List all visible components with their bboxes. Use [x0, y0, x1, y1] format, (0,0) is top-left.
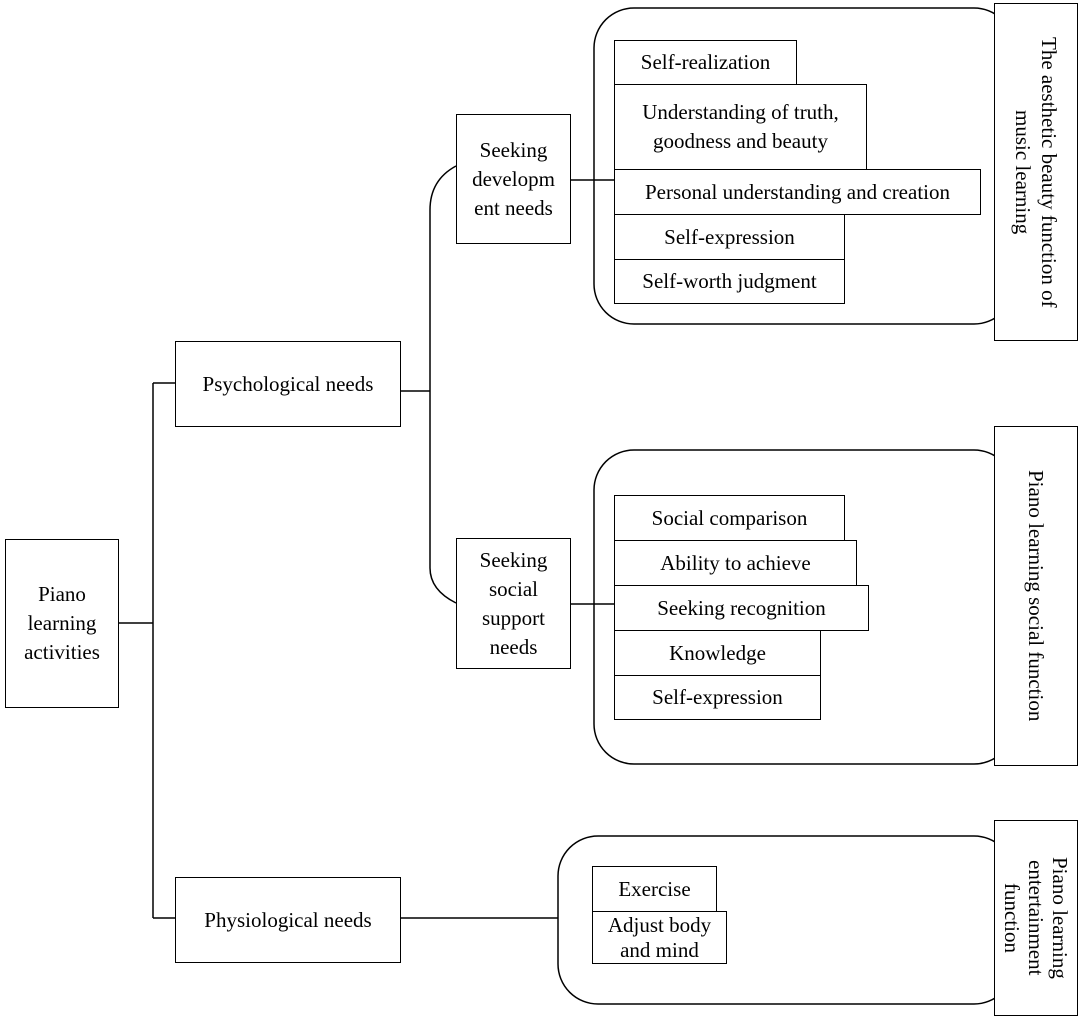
- development-item: Personal understanding and creation: [614, 169, 981, 215]
- social-item: Seeking recognition: [614, 585, 869, 631]
- physiological-needs-node: Physiological needs: [175, 877, 401, 963]
- development-item: Self-expression: [614, 214, 845, 260]
- psychological-needs-node: Psychological needs: [175, 341, 401, 427]
- social-item: Social comparison: [614, 495, 845, 541]
- social-function-text: Piano learning social function: [1024, 470, 1048, 722]
- social-item: Ability to achieve: [614, 540, 857, 586]
- development-item: Self-worth judgment: [614, 259, 845, 304]
- entertainment-function-text: Piano learning entertainment function: [1000, 857, 1072, 979]
- root-connector: [119, 382, 176, 919]
- aesthetic-function-label: The aesthetic beauty function of music l…: [994, 3, 1078, 341]
- development-item: Understanding of truth, goodness and bea…: [614, 84, 867, 170]
- entertainment-item: Adjust body and mind: [592, 911, 727, 964]
- development-needs-node: Seeking developm ent needs: [456, 114, 571, 244]
- entertainment-function-label: Piano learning entertainment function: [994, 820, 1078, 1016]
- social-support-needs-node: Seeking social support needs: [456, 538, 571, 669]
- social-function-label: Piano learning social function: [994, 426, 1078, 766]
- social-item: Self-expression: [614, 675, 821, 720]
- root-node: Piano learning activities: [5, 539, 119, 708]
- development-item: Self-realization: [614, 40, 797, 85]
- entertainment-item: Exercise: [592, 866, 717, 912]
- psych-connector: [400, 165, 457, 604]
- social-item: Knowledge: [614, 630, 821, 676]
- aesthetic-function-text: The aesthetic beauty function of music l…: [1011, 36, 1061, 308]
